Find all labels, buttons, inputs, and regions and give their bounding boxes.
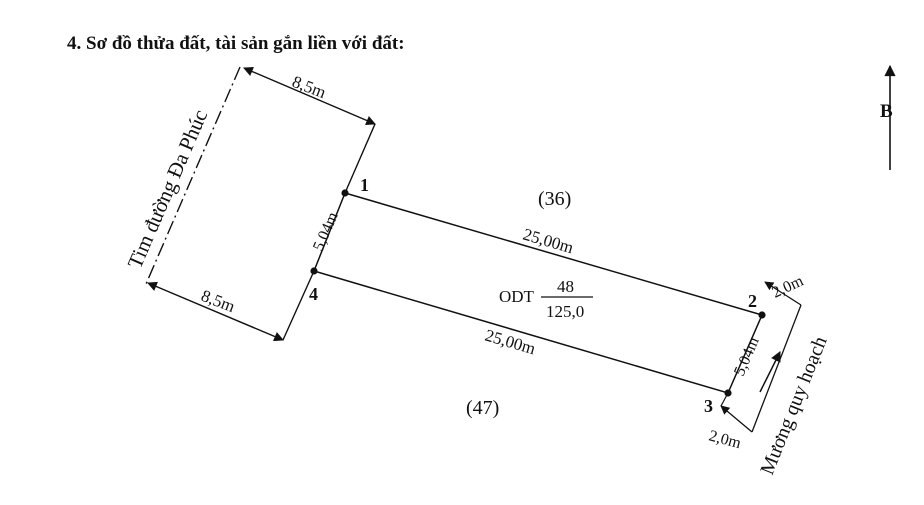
top-offset-dimension [243, 66, 376, 126]
canal-offset-bottom-extension [720, 392, 729, 407]
canal-offset-bottom-label: 2,0m [707, 427, 743, 452]
bottom-extension-line [282, 270, 315, 341]
vertex-1-marker [341, 189, 349, 197]
road-centerline [145, 66, 241, 285]
vertex-3-label: 3 [704, 396, 713, 416]
section-heading: 4. Sơ đồ thửa đất, tài sản gắn liền với … [67, 33, 405, 54]
vertex-4-label: 4 [309, 284, 318, 304]
parcel-number-label: 48 [557, 277, 574, 296]
vertex-4-marker [310, 267, 318, 275]
top-offset-label: 8,5m [290, 72, 329, 102]
canal-line [751, 304, 802, 433]
top-extension-line [344, 123, 376, 194]
canal-label: Mương quy hoạch [756, 333, 831, 477]
bottom-offset-dimension [147, 281, 284, 342]
side-4-3-label: 25,00m [483, 326, 538, 359]
side-2-3-label: 5,04m [731, 334, 763, 378]
neighbor-south-label: (47) [466, 397, 499, 419]
canal-offset-top-extension [762, 282, 765, 315]
bottom-offset-label: 8,5m [199, 286, 238, 316]
road-label: Tim đường Đa Phúc [123, 106, 213, 272]
side-1-4-label: 5,04m [310, 209, 342, 253]
parcel-area-label: 125,0 [546, 302, 584, 321]
canal-flow-arrow-icon [759, 351, 781, 393]
canal-offset-bottom-dimension [720, 405, 753, 433]
canal-offset-top-dimension [764, 281, 802, 306]
vertex-2-marker [758, 311, 766, 319]
vertex-2-label: 2 [748, 291, 757, 311]
vertex-1-label: 1 [360, 175, 369, 195]
land-type-label: ODT [499, 287, 535, 306]
north-label: B [880, 101, 893, 122]
parcel-boundary [312, 192, 764, 394]
neighbor-north-label: (36) [538, 188, 571, 210]
